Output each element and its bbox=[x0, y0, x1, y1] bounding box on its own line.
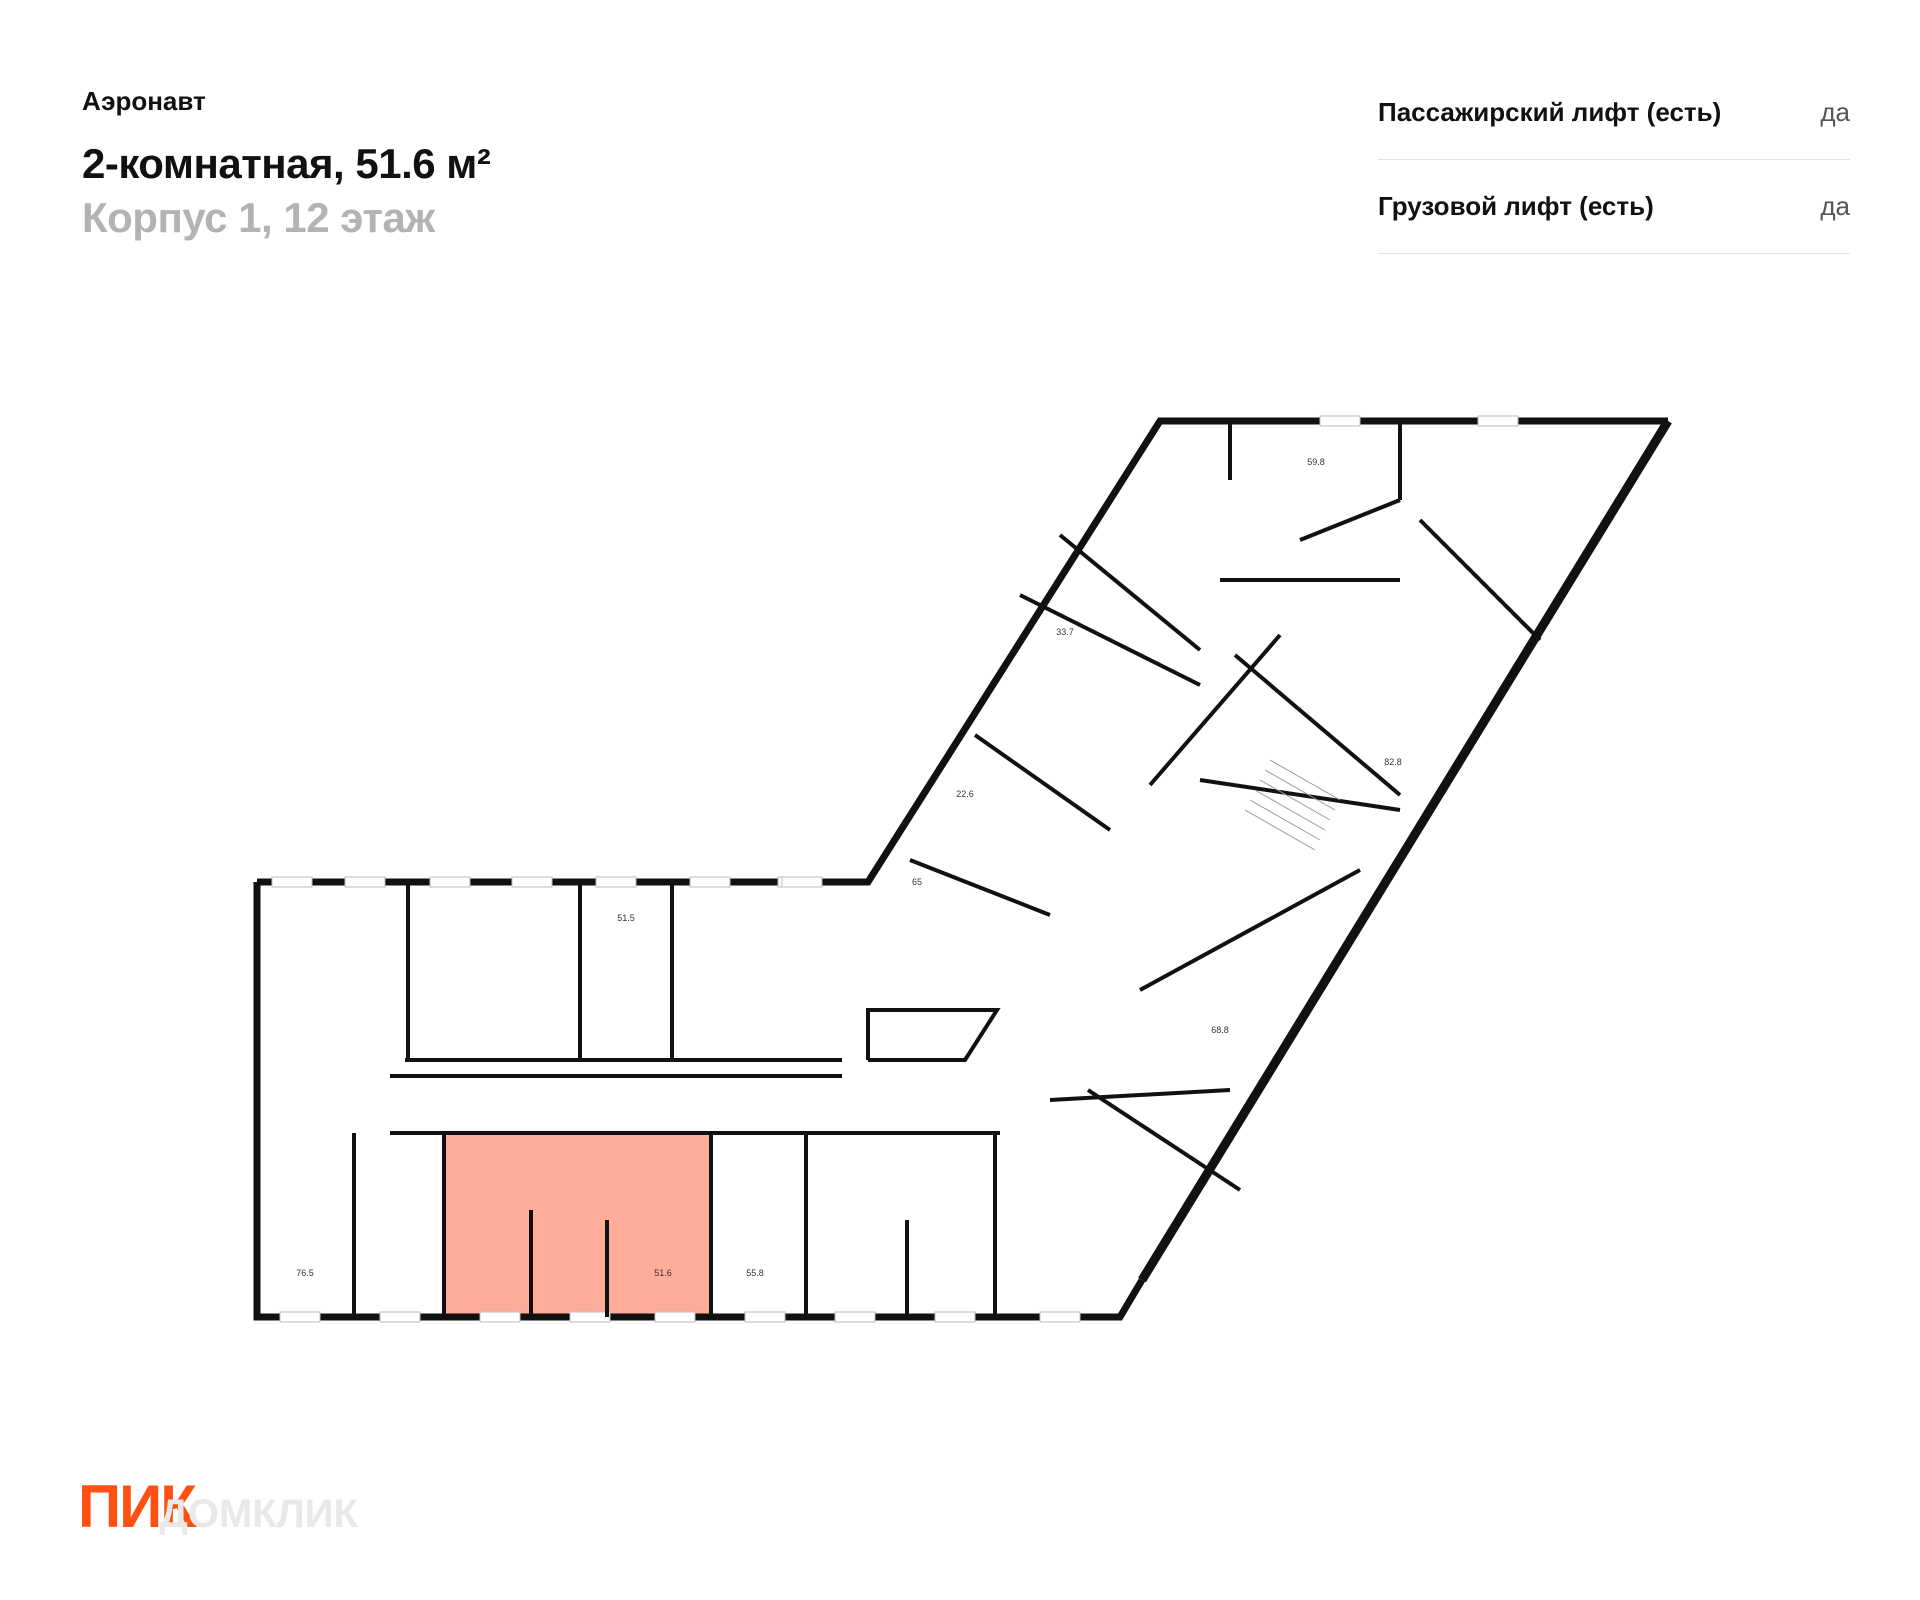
watermark-text: ДОМКЛИК bbox=[159, 1492, 358, 1536]
brand-logo: ПИК ДОМКЛИК bbox=[78, 1472, 358, 1541]
feature-name: Пассажирский лифт (есть) bbox=[1378, 97, 1722, 127]
area-label: 33.7 bbox=[1056, 627, 1074, 637]
area-label: 68.8 bbox=[1211, 1025, 1229, 1035]
features-list: Пассажирский лифт (есть) да Грузовой лиф… bbox=[1378, 66, 1850, 254]
interior-walls bbox=[352, 421, 1542, 1317]
highlighted-apartment[interactable] bbox=[444, 1133, 711, 1320]
area-label: 76.5 bbox=[296, 1268, 314, 1278]
feature-row-passenger-lift: Пассажирский лифт (есть) да bbox=[1378, 66, 1850, 160]
area-label: 51.5 bbox=[617, 913, 635, 923]
area-label: 22.6 bbox=[956, 789, 974, 799]
area-label: 65 bbox=[912, 877, 922, 887]
feature-name: Грузовой лифт (есть) bbox=[1378, 191, 1654, 221]
stairs bbox=[1244, 759, 1341, 851]
area-label: 59.8 bbox=[1307, 457, 1325, 467]
project-name: Аэронавт bbox=[82, 86, 206, 116]
feature-value: да bbox=[1820, 97, 1850, 127]
building-floor: Корпус 1, 12 этаж bbox=[82, 194, 435, 241]
area-label: 55.8 bbox=[746, 1268, 764, 1278]
brand-text: ПИК bbox=[78, 1473, 197, 1540]
apartment-title: 2-комнатная, 51.6 м² bbox=[82, 140, 491, 187]
windows bbox=[271, 415, 1519, 1323]
feature-row-freight-lift: Грузовой лифт (есть) да bbox=[1378, 160, 1850, 254]
feature-value: да bbox=[1820, 191, 1850, 221]
area-label: 51.6 bbox=[654, 1268, 672, 1278]
area-label: 82.8 bbox=[1384, 757, 1402, 767]
area-labels: 59.8 33.7 82.8 22.6 65 51.5 68.8 76.5 51… bbox=[296, 457, 1402, 1278]
